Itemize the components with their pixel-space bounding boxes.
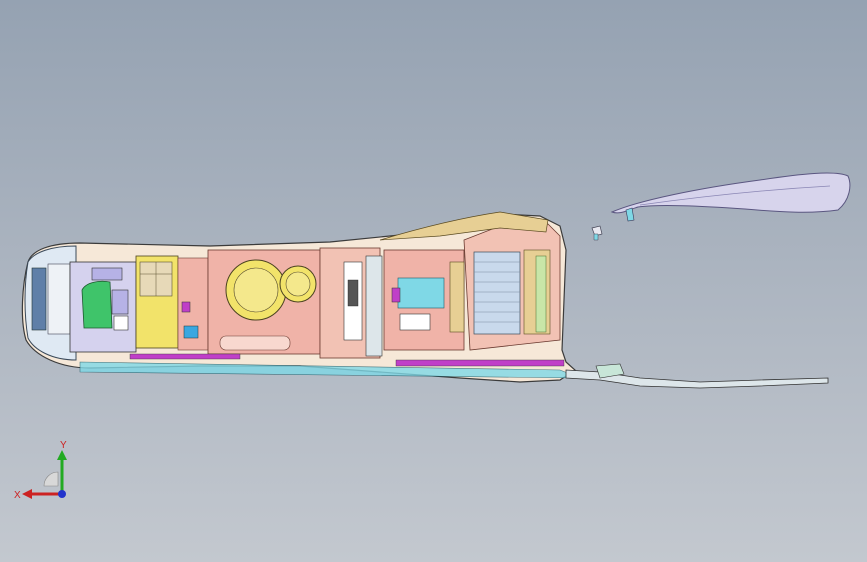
rear-clip[interactable] [591, 225, 603, 241]
axis-triad: Y X [14, 440, 67, 501]
center-frame[interactable] [319, 247, 383, 359]
x-axis-arrow [22, 489, 32, 499]
rear-module[interactable] [379, 211, 561, 351]
z-axis-dot [58, 490, 66, 498]
x-axis-label: X [14, 490, 21, 501]
y-axis-label: Y [60, 440, 67, 451]
front-bezel[interactable] [24, 245, 77, 361]
front-bracket[interactable] [69, 261, 137, 353]
rear-tail-bracket[interactable] [565, 363, 829, 389]
armrest-lid[interactable] [610, 172, 851, 222]
y-axis-arrow [57, 450, 67, 460]
storage-tray[interactable] [383, 249, 465, 351]
yellow-housing[interactable] [135, 255, 209, 351]
cup-holder[interactable] [207, 249, 321, 355]
